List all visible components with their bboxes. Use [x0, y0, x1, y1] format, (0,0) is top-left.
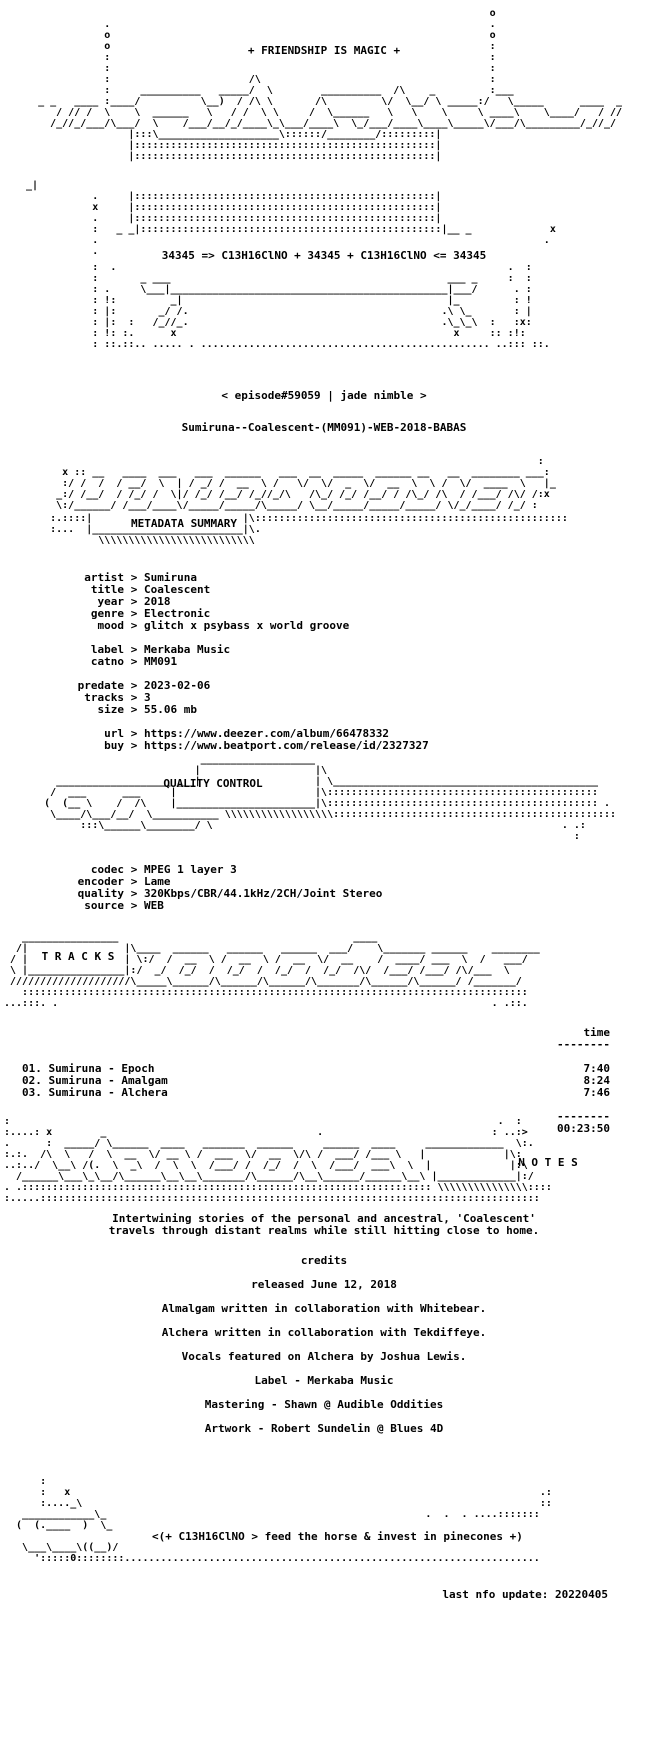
logo-art-top: o . . o o o: [38, 8, 623, 162]
notes-description-1: Intertwining stories of the personal and…: [112, 1212, 536, 1225]
notes-banner-art: : . : :....: x _ . : ..:> . : _____/ \__…: [4, 1116, 552, 1204]
meta-row-predate: predate>2023-02-06: [77, 679, 211, 692]
time-header: time: [583, 1026, 611, 1039]
footer-tagline: <(+ C13H16ClNO > feed the horse & invest…: [152, 1530, 523, 1543]
meta-row-artist: artist>Sumiruna: [84, 571, 197, 584]
notes-description-2: travels through distant realms while sti…: [108, 1224, 540, 1237]
quality-row-source: source>WEB: [84, 899, 164, 912]
release-name: Sumiruna--Coalescent-(MM091)-WEB-2018-BA…: [181, 421, 467, 434]
credits-title: credits: [300, 1254, 348, 1267]
tracks-title: T R A C K S: [41, 950, 115, 963]
quality-row-codec: codec>MPEG 1 layer 3: [90, 863, 237, 876]
meta-row-mood: mood>glitch x psybass x world groove: [97, 619, 350, 632]
formula: 34345 => C13H16ClNO + 34345 + C13H16ClNO…: [161, 249, 487, 262]
meta-row-year: year>2018: [97, 595, 171, 608]
meta-row-tracks: tracks>3: [84, 691, 151, 704]
quality-banner-art: ___________________ | |\ _______________…: [44, 754, 617, 842]
credit-line: Artwork - Robert Sundelin @ Blues 4D: [204, 1422, 444, 1435]
motto: + FRIENDSHIP IS MAGIC +: [247, 44, 401, 57]
meta-row-size: size>55.06 mb: [97, 703, 197, 716]
credit-line: Alchera written in collaboration with Te…: [161, 1326, 487, 1339]
notes-title: N O T E S: [518, 1156, 578, 1169]
episode: < episode#59059 | jade nimble >: [221, 389, 427, 402]
tracks-banner-art: ________________ ____ /| |\____ ______ _…: [4, 932, 540, 1009]
metadata-list: artist>Sumiruna title>Coalescent year>20…: [0, 572, 648, 752]
credit-line: Vocals featured on Alchera by Joshua Lew…: [181, 1350, 467, 1363]
time-divider: --------: [557, 1038, 610, 1051]
meta-row-label: label>Merkaba Music: [90, 643, 231, 656]
credit-line: Label - Merkaba Music: [254, 1374, 394, 1387]
metadata-banner-art: : x :: __ ____ ___ ___ ______ ___ __ ___…: [56, 456, 556, 511]
last-update: last nfo update: 20220405: [442, 1588, 608, 1601]
credit-line: Mastering - Shawn @ Audible Oddities: [204, 1398, 444, 1411]
quality-row-encoder: encoder>Lame: [77, 875, 171, 888]
meta-row-buy[interactable]: buy>https://www.beatport.com/release/id/…: [0, 740, 648, 752]
quality-list: codec>MPEG 1 layer 3 encoder>Lame qualit…: [0, 864, 648, 912]
metadata-banner-box: :.::::| |\::::::::::::::::::::::::::::::…: [50, 513, 568, 546]
beatport-link[interactable]: https://www.beatport.com/release/id/2327…: [144, 739, 429, 752]
total-divider: --------: [557, 1110, 610, 1123]
bridge-art: : . . : : _ ___ ___ _ : : : . \___|_____…: [92, 262, 550, 350]
meta-row-genre: genre>Electronic: [90, 607, 211, 620]
total-time: 00:23:50: [557, 1122, 610, 1135]
footer-art: : : x .: :...._\ :: ___________: [16, 1476, 552, 1531]
footer-art-bottom: \___\____\((__)/ ':::::0::::::::........…: [22, 1542, 540, 1564]
credit-line: released June 12, 2018: [251, 1278, 397, 1291]
quality-row-quality: quality>320Kbps/CBR/44.1kHz/2CH/Joint St…: [77, 887, 383, 900]
meta-row-catno: catno>MM091: [90, 655, 178, 668]
credit-line: Almalgam written in collaboration with W…: [161, 1302, 487, 1315]
meta-row-title: title>Coalescent: [90, 583, 211, 596]
deezer-link[interactable]: https://www.deezer.com/album/66478332: [144, 727, 390, 740]
metadata-title: METADATA SUMMARY: [131, 517, 237, 530]
logo-art-base: _| . |::::::::::::::::::::::::::::::::::…: [26, 180, 556, 257]
quality-title: QUALITY CONTROL: [163, 777, 263, 790]
meta-row-url[interactable]: url>https://www.deezer.com/album/6647833…: [0, 728, 648, 740]
